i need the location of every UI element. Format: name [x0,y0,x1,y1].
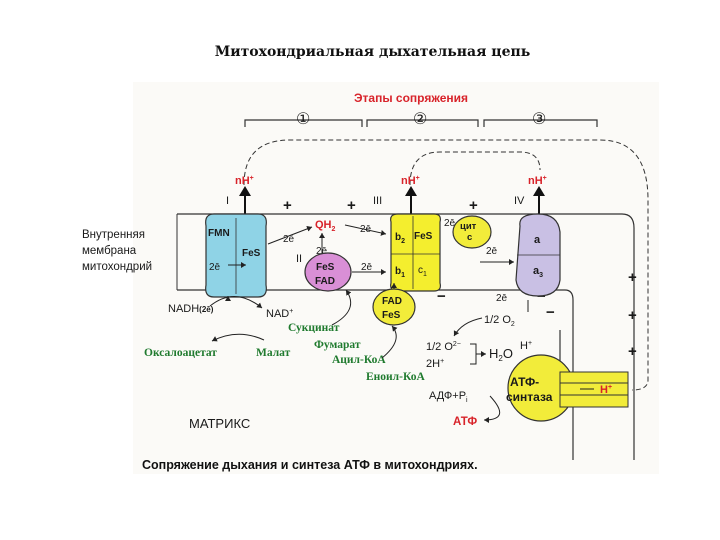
complex-numeral-1: I [226,195,229,207]
malate-to-oxaloacetate [211,333,265,342]
nadh-label: NADH(2ē) [168,303,214,315]
water-bracket [470,343,486,365]
plus-sign-3: + [469,197,478,214]
electron-label-4: 2ē [361,262,373,273]
cytochrome-c-shape [452,215,492,249]
proton-label-2: nH+ [401,175,420,187]
enoyl-coa-label: Еноил-КоА [366,371,425,383]
cytochrome-c-line1: цит [460,221,477,232]
complex-3-c1: c1 [418,265,427,278]
minus-sign-1: − [437,288,446,305]
proton-path-arc-1 [243,139,649,391]
electron-label-1: 2ē [283,234,295,245]
electron-label-7: 2ē [496,293,508,304]
two-h: 2H+ [426,358,444,370]
stage-bracket-3 [483,119,598,127]
proton-arrow-3 [533,186,545,216]
malate-label: Малат [256,347,291,359]
cytochrome-c-line2: c [467,232,472,243]
electron-arrow-2 [344,224,387,236]
atp-synthase-h-plus: H+ [600,384,612,396]
plus-sign-6: + [628,343,637,360]
acyl-enoyl-arrow [381,325,398,359]
atp-synthase-channel-1 [559,371,629,384]
membrane-label-line1: Внутренняя [82,229,145,241]
complex-3-fes: FeS [414,231,433,242]
plus-sign-2: + [347,197,356,214]
atp-synthase-line1: АТФ- [510,375,539,389]
complex-numeral-3: III [373,195,382,207]
matrix-label: МАТРИКС [189,416,250,431]
nad-label: NAD+ [266,308,293,320]
o2-minus: 1/2 O2− [426,341,461,353]
fad-fes-fad: FAD [382,296,402,307]
plus-sign-4: + [628,269,637,286]
nadh-curve-arrow [209,296,263,309]
complex-1-electrons: 2ē [209,262,221,273]
complex-2-fes: FeS [316,262,335,273]
proton-arrow-1 [239,186,251,216]
stage-number-2: ② [413,111,427,128]
complex-3-shape [390,213,441,292]
complex-2-fad: FAD [315,276,335,287]
electron-label-6: 2ē [486,246,498,257]
membrane-inner-right [564,289,574,460]
membrane-outer-right [621,213,635,460]
h-plus-matrix: H+ [520,340,532,352]
complex-numeral-4: IV [514,195,525,207]
figure-caption: Сопряжение дыхания и синтеза АТФ в митох… [142,458,478,472]
stage-bracket-1 [244,119,363,127]
qh2-label: QH2 [315,219,336,233]
complex-1-fes: FeS [242,248,261,259]
plus-sign-5: + [628,307,637,324]
electron-label-5: 2ē [444,218,456,229]
atp-synthase-channel-3 [559,394,629,408]
o2-reduce-arrow [453,317,483,337]
complex-numeral-2: II [296,253,302,265]
slide-title: Митохондриальная дыхательная цепь [214,44,531,60]
membrane-label-line2: мембрана [82,245,137,257]
proton-path-arc-2 [409,151,541,186]
minus-sign-3: − [546,304,555,321]
proton-label-1: nH+ [235,175,254,187]
complex-1-fmn: FMN [208,228,230,239]
fad-fes-fes: FeS [382,310,401,321]
fumarate-label: Фумарат [314,339,361,351]
stages-label: Этапы сопряжения [354,91,468,105]
water: H2O [489,346,513,363]
membrane-label-line3: митохондрий [82,261,152,273]
stage-bracket-2 [366,119,479,127]
complex-3-b1: b1 [395,266,405,279]
adp-label: АДФ+Рi [429,390,468,404]
atp-synthase-line2: синтаза [506,390,553,404]
half-o2: 1/2 O2 [484,314,515,328]
complex-4-a: a [534,234,541,246]
stage-number-1: ① [296,111,310,128]
electron-arrow-1 [267,226,313,245]
plus-sign-1: + [283,197,292,214]
complex-2-shape [304,252,352,292]
oxaloacetate-label: Оксалоацетат [144,347,217,359]
succinate-fumarate-arrow [331,289,352,326]
proton-label-3: nH+ [528,175,547,187]
minus-sign-2: − [537,288,546,305]
complex-4-a3: a3 [533,265,543,279]
acyl-coa-label: Ацил-КоА [332,354,386,366]
proton-arrow-2 [405,186,417,216]
stage-number-3: ③ [532,111,546,128]
complex-3-b2: b2 [395,232,405,245]
atp-label: АТФ [453,416,477,428]
succinate-label: Сукцинат [288,322,340,334]
adp-to-atp-arrow [483,395,500,423]
